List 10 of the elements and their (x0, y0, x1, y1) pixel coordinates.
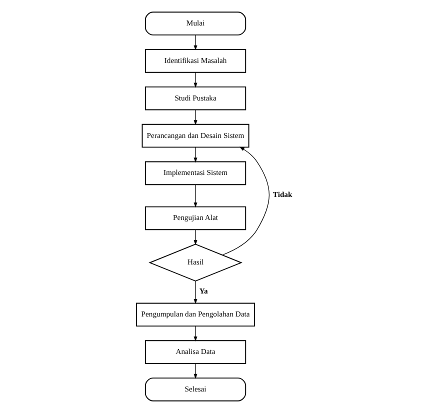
arrow (193, 146, 197, 162)
arrow (222, 146, 269, 255)
arrow (193, 109, 197, 125)
arrow (193, 228, 197, 245)
arrow (193, 325, 197, 342)
arrow (193, 280, 197, 304)
arrow (193, 184, 197, 208)
arrow (193, 362, 197, 378)
arrow (193, 72, 197, 88)
arrow (193, 34, 197, 50)
